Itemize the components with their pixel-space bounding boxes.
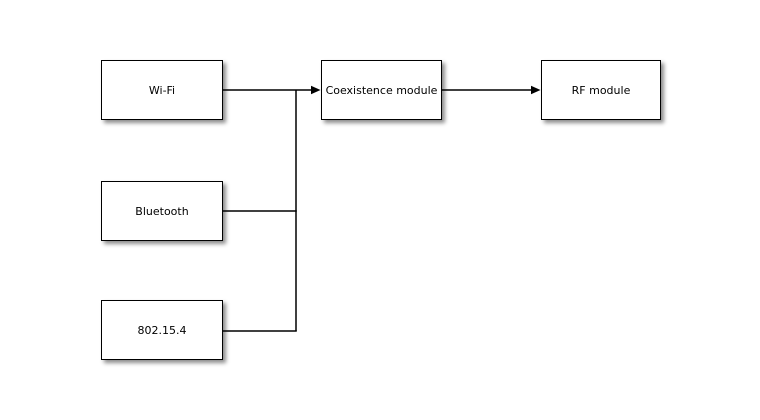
node-rf-module: RF module [541, 60, 661, 120]
node-coexistence-module-label: Coexistence module [325, 83, 438, 97]
node-coexistence-module: Coexistence module [321, 60, 442, 120]
arrowhead-rf [531, 85, 541, 95]
node-802-15-4-label: 802.15.4 [137, 323, 187, 337]
node-bluetooth-label: Bluetooth [135, 204, 189, 218]
node-802-15-4: 802.15.4 [101, 300, 223, 360]
node-bluetooth: Bluetooth [101, 181, 223, 241]
node-rf-module-label: RF module [571, 83, 631, 97]
arrowhead-coexistence [311, 85, 321, 95]
node-wifi: Wi-Fi [101, 60, 223, 120]
node-wifi-label: Wi-Fi [148, 83, 176, 97]
